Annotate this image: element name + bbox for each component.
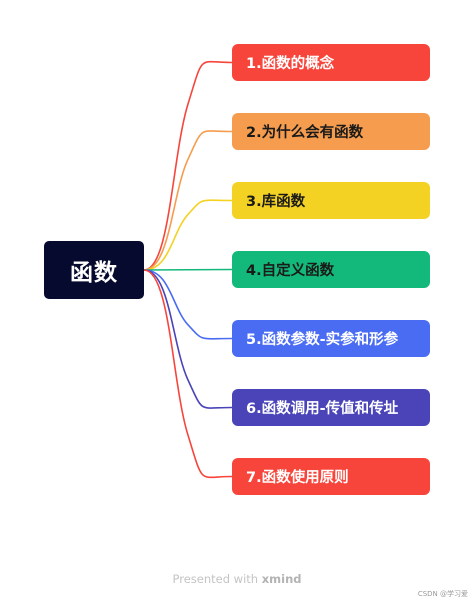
central-topic[interactable]: 函数 [44,241,144,299]
branch-topic-5[interactable]: 5.函数参数-实参和形参 [232,320,430,357]
branch-topic-label: 5.函数参数-实参和形参 [246,332,399,348]
branch-topic-label: 2.为什么会有函数 [246,125,364,141]
connector-5 [143,269,233,340]
presented-with-footer: Presented with xmind [0,572,474,586]
branch-topic-label: 7.函数使用原则 [246,470,349,486]
connector-3 [143,199,233,271]
branch-topic-label: 6.函数调用-传值和传址 [246,401,399,417]
branch-topic-label: 3.库函数 [246,194,306,210]
xmind-brand: xmind [261,572,302,586]
connector-2 [143,130,233,271]
csdn-watermark: CSDN @学习爱 [417,590,468,598]
branch-topic-2[interactable]: 2.为什么会有函数 [232,113,430,150]
branch-topic-4[interactable]: 4.自定义函数 [232,251,430,288]
branch-topic-label: 4.自定义函数 [246,263,335,279]
branch-topic-label: 1.函数的概念 [246,56,335,72]
branch-topic-7[interactable]: 7.函数使用原则 [232,458,430,495]
connector-1 [143,60,233,271]
branch-topic-1[interactable]: 1.函数的概念 [232,44,430,81]
connector-7 [143,269,233,479]
connector-6 [143,269,233,409]
footer-prefix: Presented with [172,572,262,586]
branch-topic-3[interactable]: 3.库函数 [232,182,430,219]
branch-topic-6[interactable]: 6.函数调用-传值和传址 [232,389,430,426]
connector-4 [143,268,233,271]
central-topic-label: 函数 [70,260,118,286]
